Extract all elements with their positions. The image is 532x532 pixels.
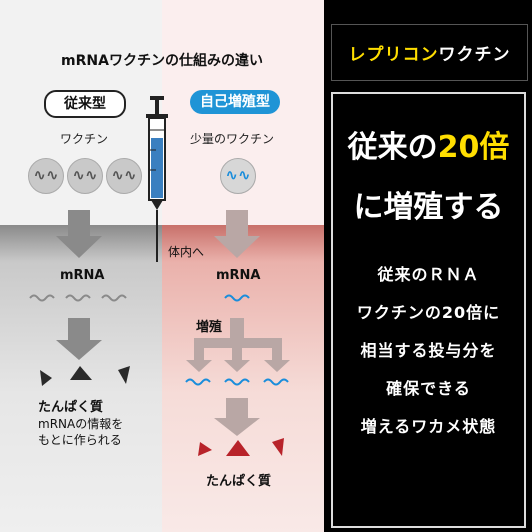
- self-amplifying-mrna-label: mRNA: [216, 268, 261, 283]
- message-line: 従来のＲＮＡ: [377, 265, 480, 284]
- replicon-vaccine-banner: レプリコン ワクチン: [331, 24, 528, 81]
- into-body-label: 体内へ: [168, 245, 205, 259]
- message-box: 従来の20倍 に増殖する 従来のＲＮＡ ワクチンの20倍に 相当する投与分を 確…: [331, 92, 526, 528]
- branch-arrow-icon: [186, 318, 290, 372]
- illustration-title: mRNAワクチンの仕組みの違い: [61, 53, 263, 69]
- arrow-down-icon: [214, 398, 260, 436]
- arrow-down-icon: [56, 210, 102, 258]
- vaccine-particle-icon: ∿∿: [28, 158, 64, 194]
- conventional-note-line2: もとに作られる: [38, 433, 122, 447]
- banner-highlight-text: レプリコン: [348, 45, 439, 65]
- vaccine-particle-icon: ∿∿: [106, 158, 142, 194]
- protein-icon: [198, 438, 284, 456]
- message-line: 相当する投与分を: [360, 341, 497, 360]
- message-body: 従来のＲＮＡ ワクチンの20倍に 相当する投与分を 確保できる 増えるワカメ状態: [333, 256, 524, 446]
- self-amplifying-particle-icon: ∿∿: [220, 158, 256, 194]
- mrna-strand-icon: [185, 294, 289, 386]
- amplify-label: 増殖: [196, 320, 223, 335]
- conventional-mrna-label: mRNA: [60, 268, 105, 283]
- headline-line2: に増殖する: [353, 190, 504, 225]
- conventional-protein-label: たんぱく質: [38, 400, 104, 415]
- message-line: 増えるワカメ状態: [360, 417, 497, 436]
- self-amplifying-body-area: [162, 225, 324, 532]
- headline-prefix: 従来の: [347, 130, 438, 165]
- message-line: 確保できる: [386, 379, 471, 398]
- protein-icon: [40, 366, 130, 386]
- banner-text: ワクチン: [438, 45, 511, 65]
- arrow-down-icon: [214, 210, 260, 258]
- mrna-strand-icon: [29, 294, 127, 302]
- syringe-icon: [146, 96, 168, 262]
- diagram-graphics: [29, 96, 290, 456]
- vaccine-particle-icon: ∿∿: [67, 158, 103, 194]
- small-dose-vaccine-label: 少量のワクチン: [190, 132, 275, 146]
- arrow-down-icon: [56, 318, 102, 360]
- illustration-panel: mRNAワクチンの仕組みの違い 従来型 自己増殖型 ワクチン 少量のワクチン ∿…: [0, 0, 324, 532]
- conventional-type-pill: 従来型: [44, 90, 126, 118]
- message-line: ワクチンの20倍に: [356, 303, 501, 322]
- conventional-vaccine-label: ワクチン: [60, 132, 109, 146]
- headline-number: 20倍: [437, 130, 510, 165]
- self-amplifying-protein-label: たんぱく質: [206, 474, 272, 489]
- conventional-note-line1: mRNAの情報を: [38, 417, 124, 431]
- headline-line1: 従来の20倍: [333, 122, 524, 166]
- self-amplifying-type-pill: 自己増殖型: [190, 90, 280, 114]
